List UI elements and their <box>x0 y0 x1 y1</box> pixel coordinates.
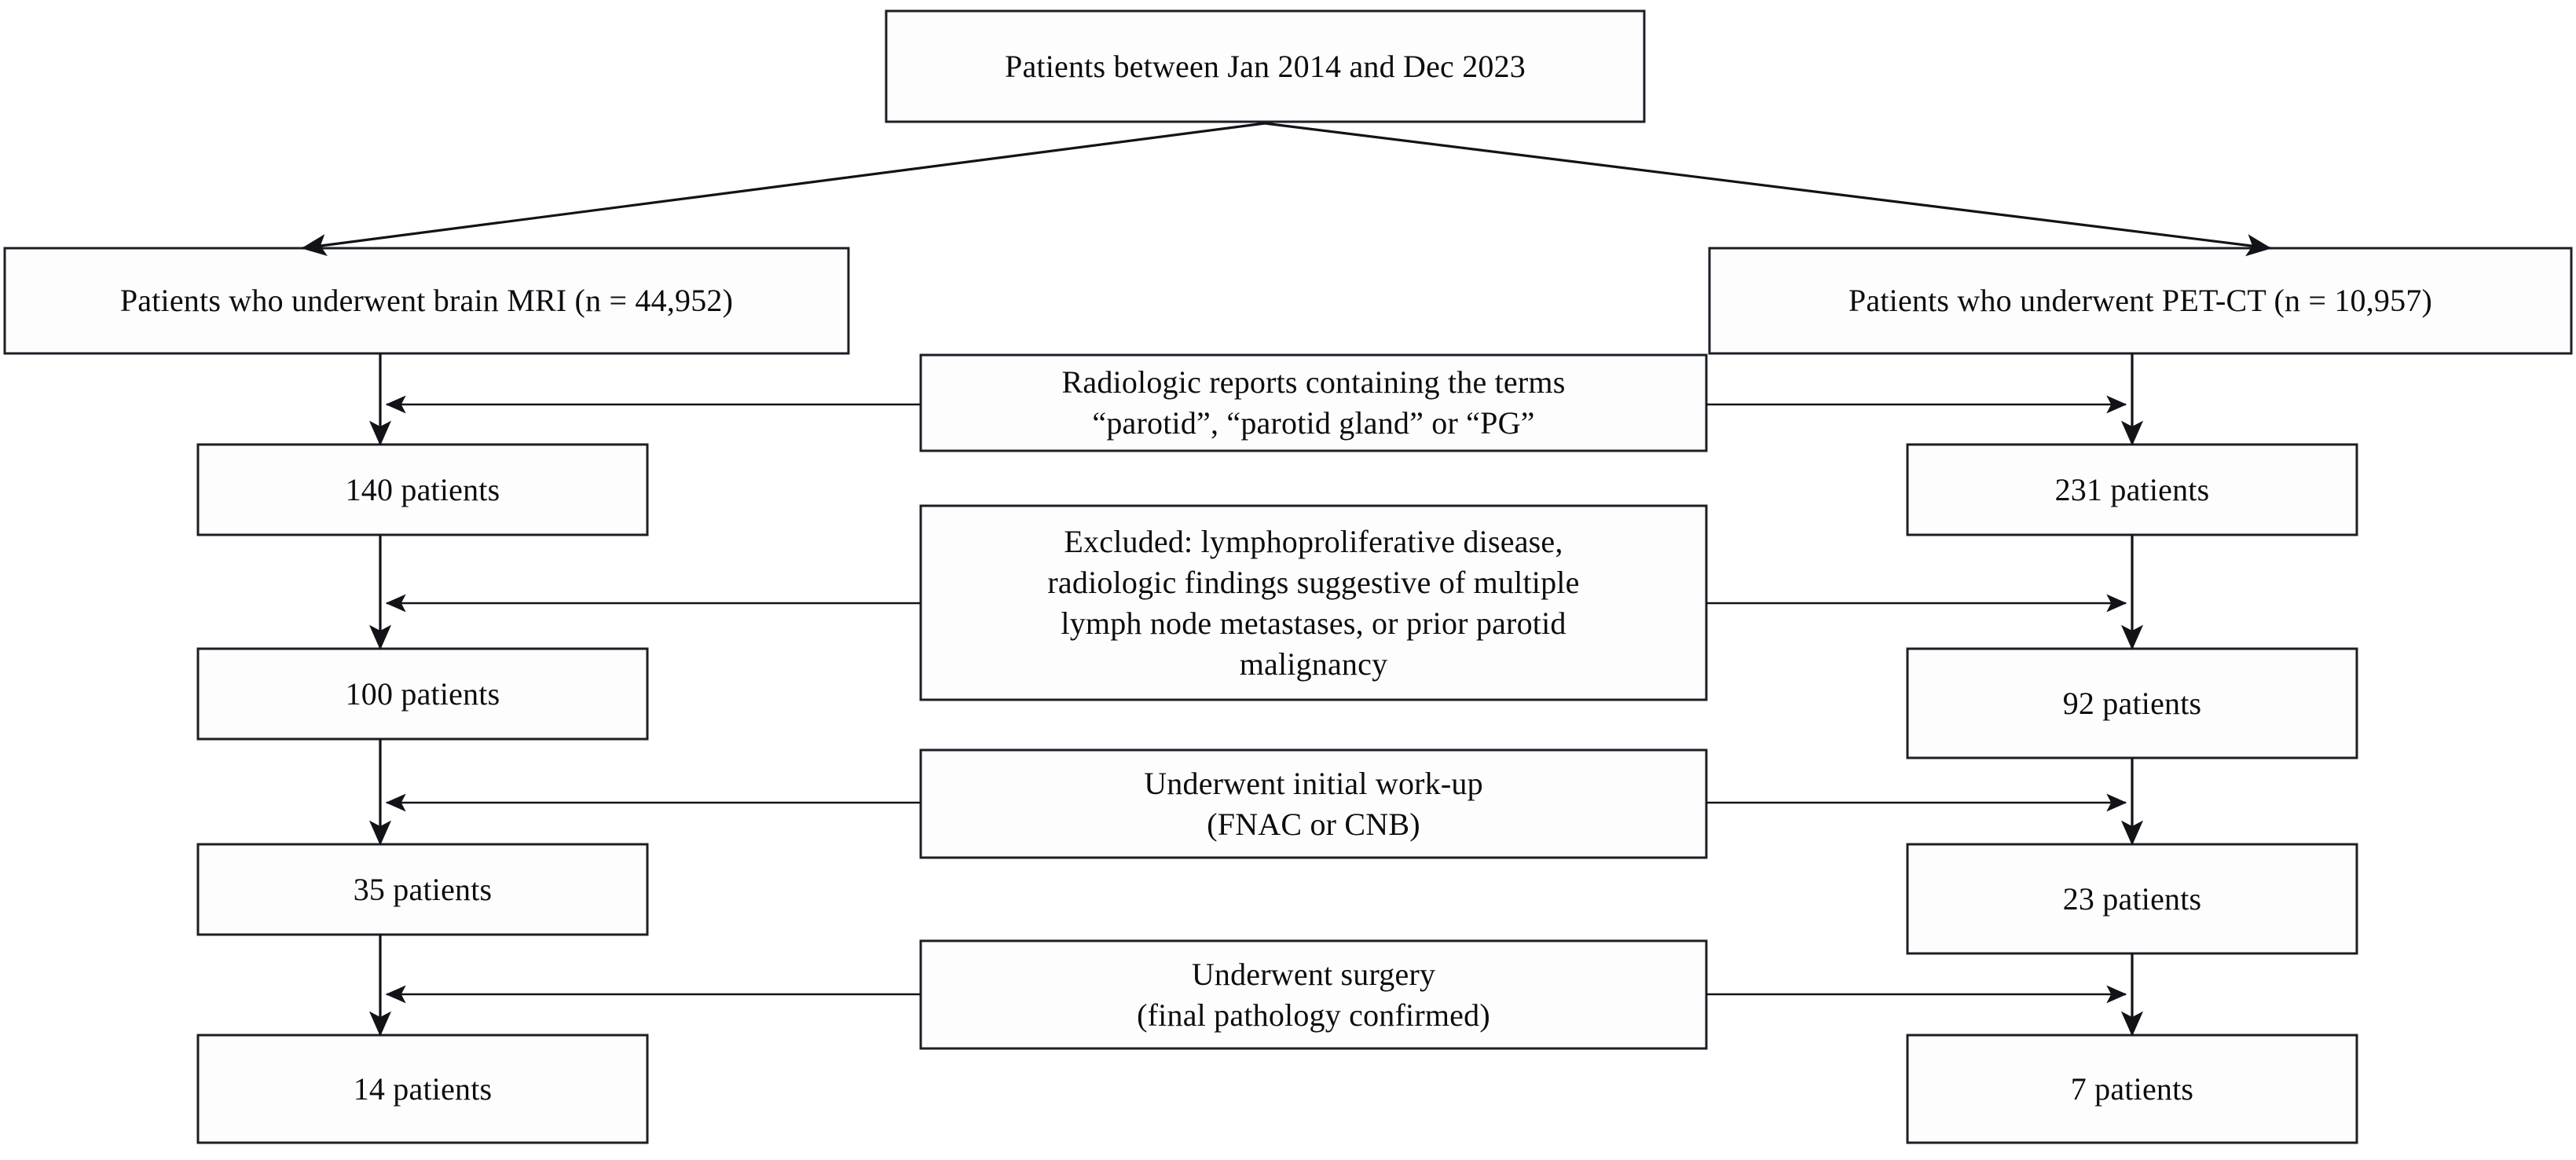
box-mri-140 <box>196 443 649 536</box>
box-mri-header <box>3 247 850 355</box>
box-criterion-3 <box>919 748 1708 859</box>
box-mri-100 <box>196 647 649 741</box>
box-petct-7 <box>1906 1034 2358 1144</box>
box-mri-14 <box>196 1034 649 1144</box>
box-root <box>885 9 1646 123</box>
box-petct-header <box>1708 247 2573 355</box>
box-petct-231 <box>1906 443 2358 536</box>
connector-root-to-petct <box>1264 122 2272 257</box>
connector-root-to-mri <box>301 122 1266 257</box>
box-criterion-2 <box>919 504 1708 701</box>
box-mri-35 <box>196 843 649 936</box>
box-petct-92 <box>1906 647 2358 759</box>
box-criterion-4 <box>919 939 1708 1050</box>
box-criterion-1 <box>919 353 1708 452</box>
box-petct-23 <box>1906 843 2358 955</box>
